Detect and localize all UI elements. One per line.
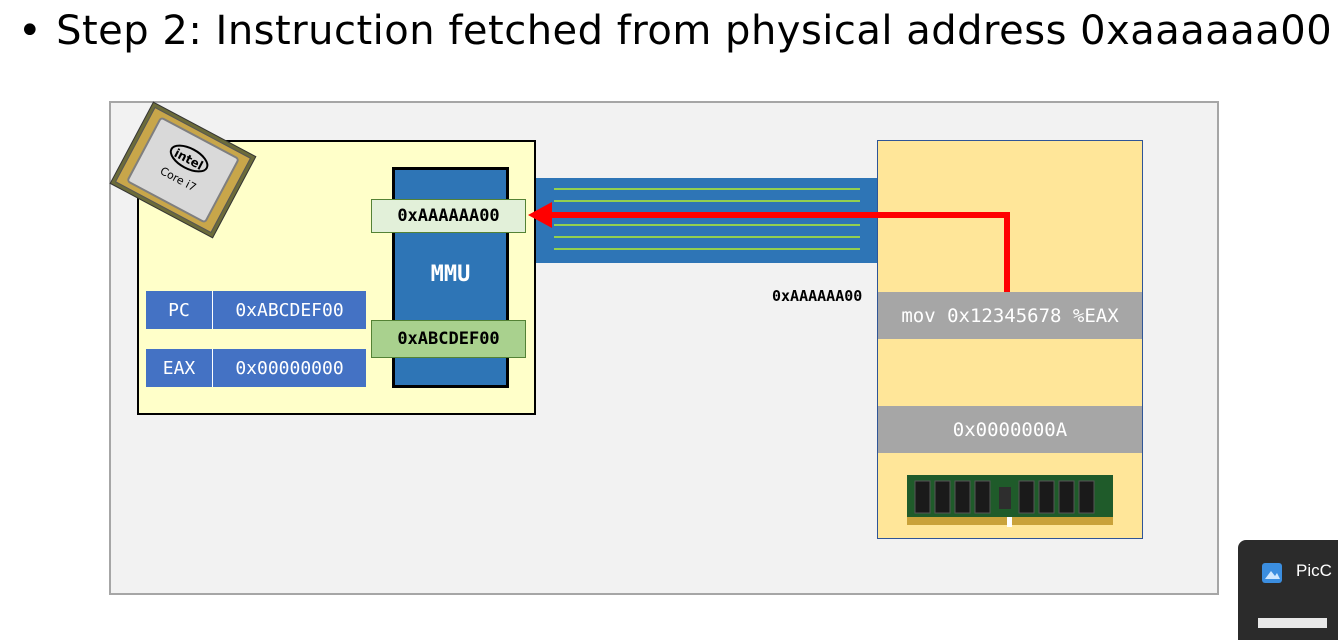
register-name: PC <box>146 291 213 329</box>
memory-address-label: 0xAAAAAA00 <box>772 287 863 305</box>
register-value: 0x00000000 <box>213 349 366 387</box>
popup-text: PicC <box>1296 561 1332 580</box>
mmu-virtual-address: 0xABCDEF00 <box>371 320 526 358</box>
register-pc: PC 0xABCDEF00 <box>146 291 366 329</box>
mmu-label: MMU <box>430 262 471 287</box>
memory-data-row: 0x0000000A <box>878 406 1142 453</box>
register-eax: EAX 0x00000000 <box>146 349 366 387</box>
popup-preview-strip <box>1258 618 1327 628</box>
bullet: • <box>18 8 43 54</box>
register-name: EAX <box>146 349 213 387</box>
register-value: 0xABCDEF00 <box>213 291 366 329</box>
mmu-physical-address: 0xAAAAAA00 <box>371 199 526 233</box>
memory-instruction-row: mov 0x12345678 %EAX <box>878 292 1142 339</box>
ram-module-icon <box>907 475 1113 527</box>
memory-block <box>877 140 1143 539</box>
memory-bus <box>536 178 878 263</box>
app-icon <box>1262 563 1282 583</box>
slide-title-line: • Step 2: Instruction fetched from physic… <box>18 8 1332 54</box>
slide-title: Step 2: Instruction fetched from physica… <box>56 8 1333 54</box>
intel-chip-icon: intel Core i7 <box>109 101 257 239</box>
